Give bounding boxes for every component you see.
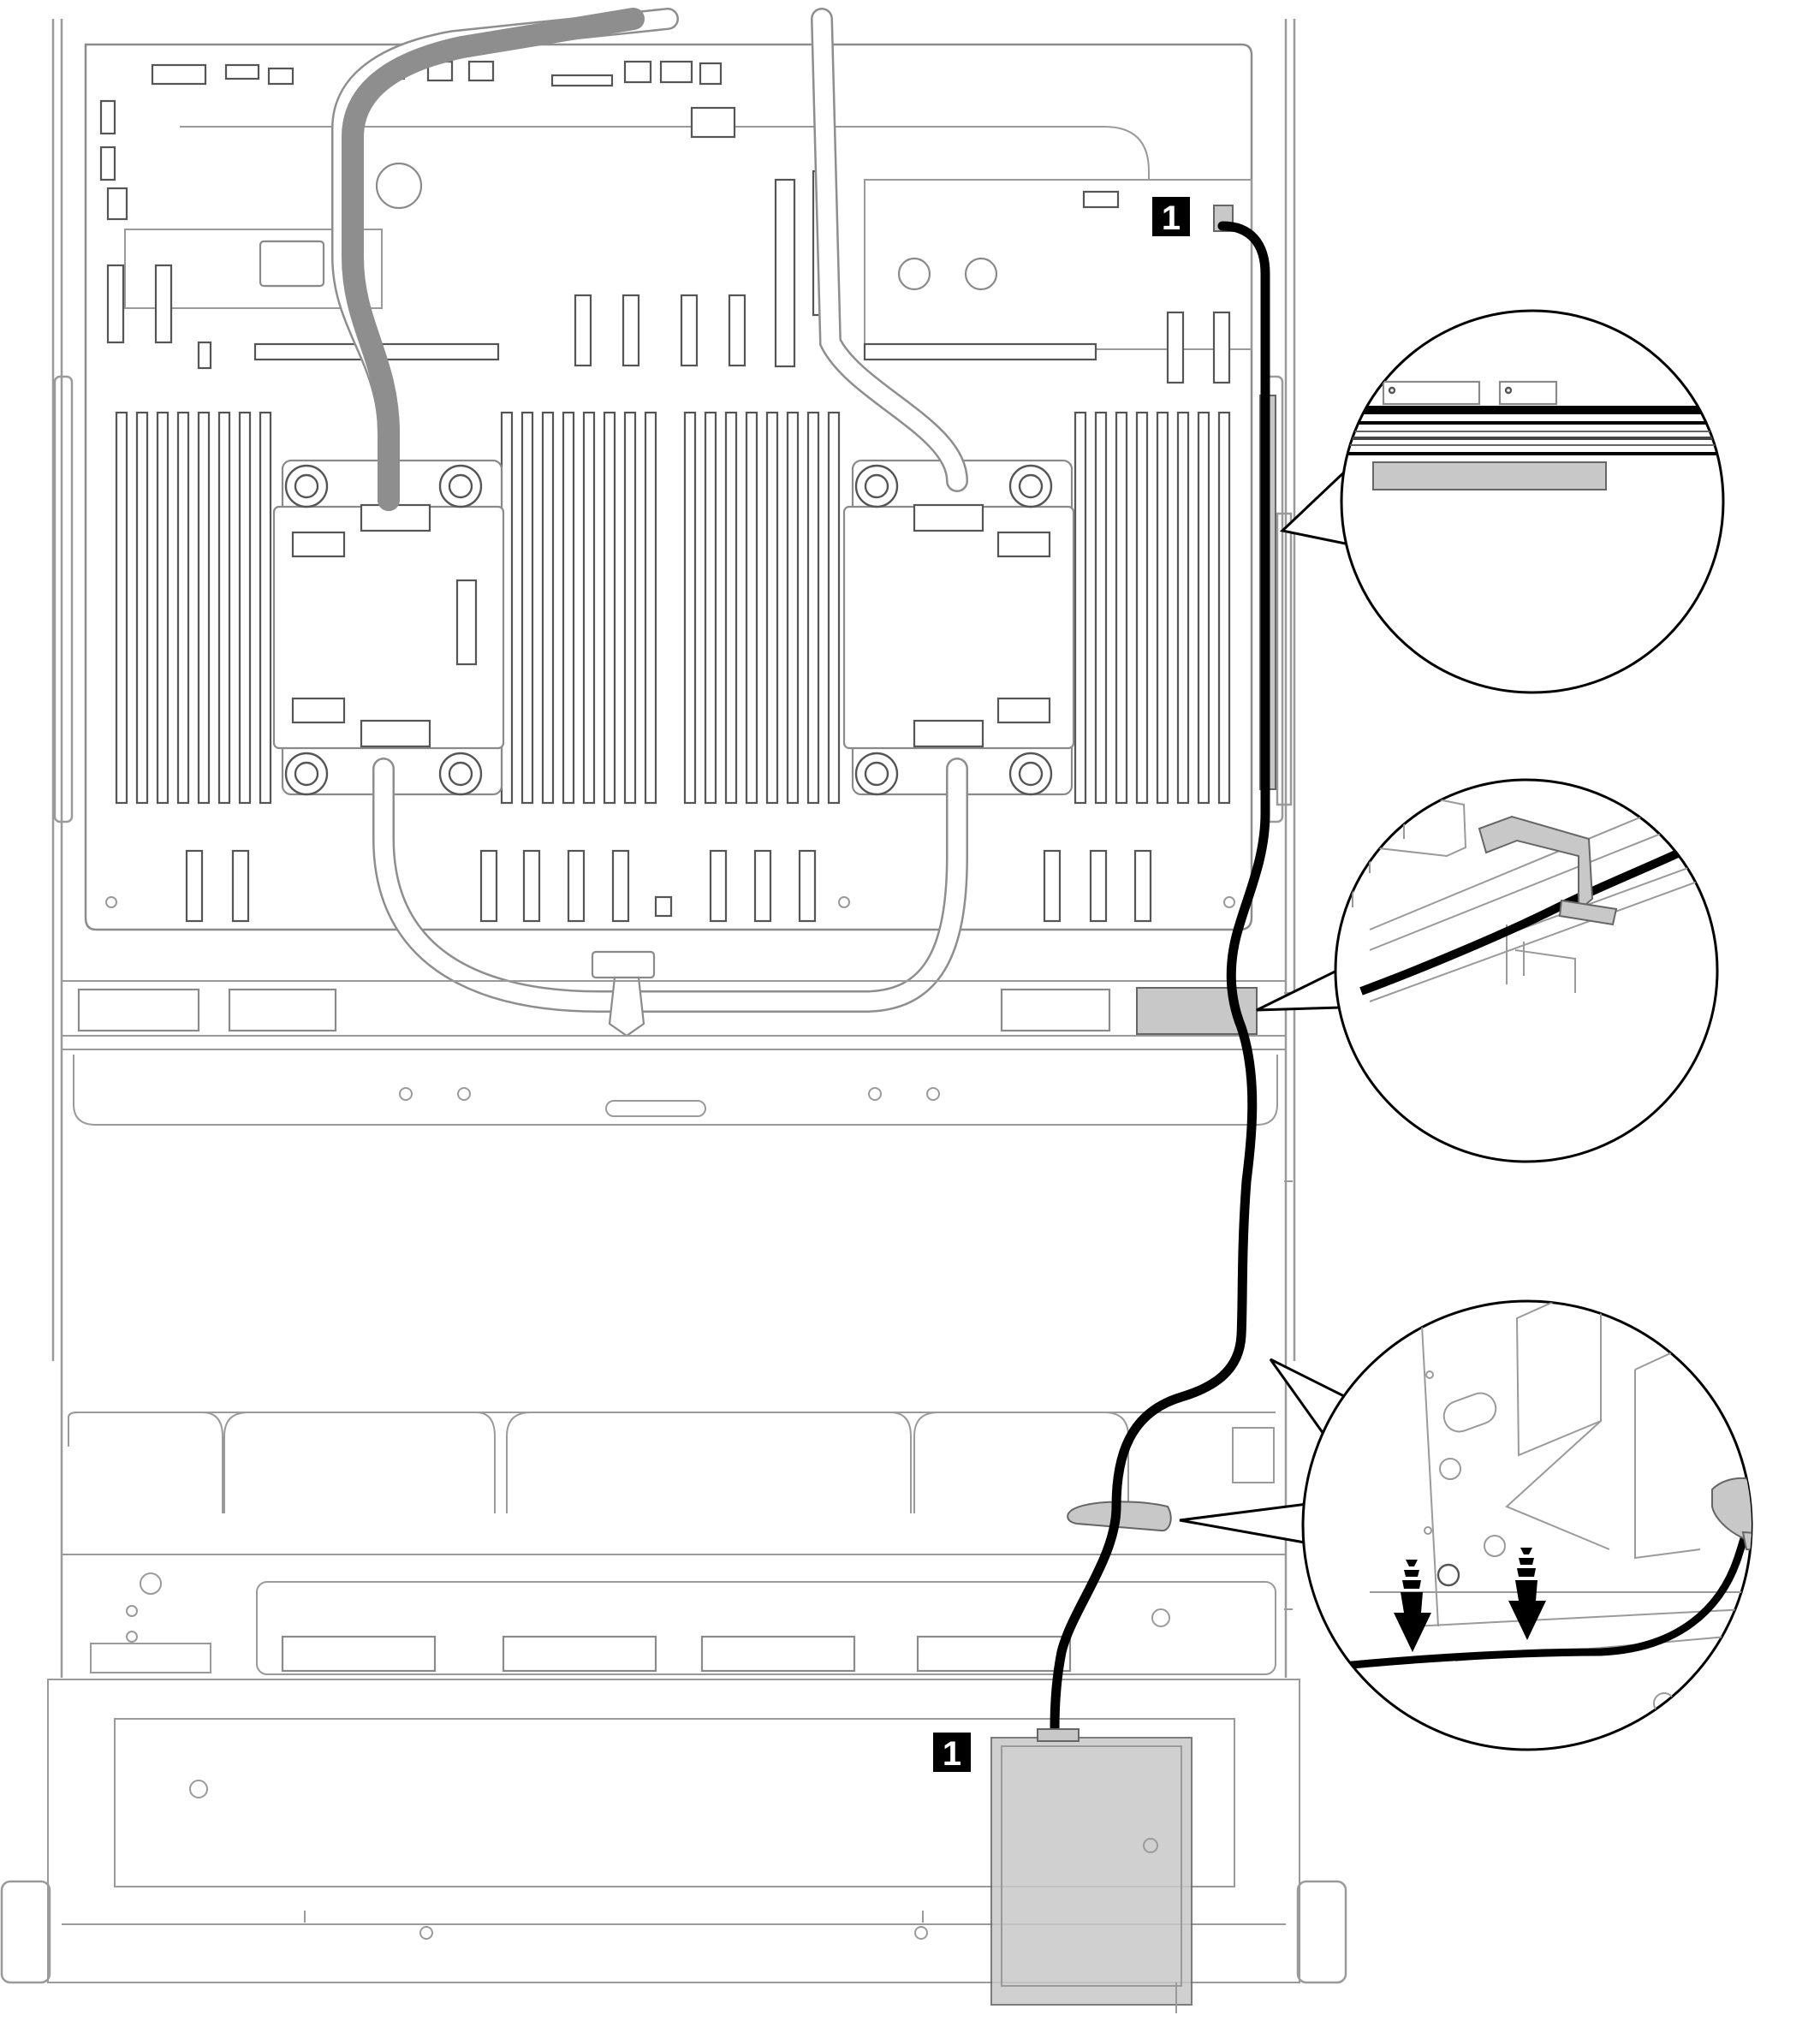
rear-usb-2 [99, 146, 116, 181]
vga-connector [151, 63, 207, 86]
header-connector [267, 67, 294, 86]
down-arrow-icon [1508, 1548, 1546, 1640]
dimm-bank-3 [683, 411, 841, 805]
small-header [197, 341, 212, 370]
serial-connector [224, 63, 260, 80]
intrusion-switch [690, 106, 736, 139]
backplane-connector-1 [281, 1635, 437, 1673]
rack-ear-right [1296, 1880, 1347, 1984]
liquid-cooling-tubes [259, 8, 968, 1037]
processor-2-heatsink [842, 459, 1075, 796]
top-right-connector [1082, 190, 1120, 209]
fan-header [467, 60, 495, 82]
internal-connector [550, 74, 614, 87]
callout-top: 1 [1152, 197, 1190, 237]
rear-usb [99, 99, 116, 135]
zoom-view-cable-clip [1256, 778, 1719, 1163]
drive-backplane [62, 1554, 1286, 1675]
processor-1-retention-clip [360, 503, 431, 532]
riser-slot-a [106, 264, 125, 344]
pcie-slots-upper [574, 294, 1231, 384]
cable-guide-slot [1232, 1427, 1275, 1483]
ethernet-port [659, 60, 693, 84]
tube-bracket [591, 950, 656, 979]
cable-connector-operator-panel [1037, 1728, 1080, 1742]
server-chassis [51, 19, 1296, 1678]
long-slot-right [863, 342, 1097, 361]
backplane-connector-2 [502, 1635, 657, 1673]
dimm-bank-4 [1074, 411, 1231, 805]
tube-clip [608, 976, 645, 1037]
dimm-bank-1 [115, 411, 272, 805]
rack-ear-left [0, 1880, 51, 1984]
callout-bottom: 1 [933, 1733, 971, 1773]
operator-panel-highlight [990, 1737, 1193, 2006]
callout-top-label: 1 [1162, 199, 1181, 237]
power-header [623, 60, 652, 84]
backplane-connector-3 [700, 1635, 856, 1673]
riser-slot-b [154, 264, 173, 344]
fan-cage-area [61, 980, 1287, 1513]
header-small [699, 62, 723, 86]
backplane-connector-4 [916, 1635, 1072, 1673]
vertical-riser-connector [774, 178, 796, 368]
callout-bottom-label: 1 [943, 1735, 961, 1773]
front-bezel [0, 1679, 1347, 2013]
down-arrow-icon [1394, 1560, 1431, 1652]
rear-header [106, 187, 128, 221]
processor-1-label [455, 579, 478, 666]
processor-1-heatsink [272, 459, 505, 796]
pcie-slots-lower [185, 849, 1152, 923]
zoom-view-cable-guide-top [1279, 309, 1725, 694]
cmos-battery [375, 162, 423, 210]
routed-cable [1037, 205, 1270, 1742]
system-board [84, 43, 1253, 931]
zoom-view-cable-tie [1179, 1299, 1753, 1751]
dimm-bank-2 [500, 411, 657, 805]
